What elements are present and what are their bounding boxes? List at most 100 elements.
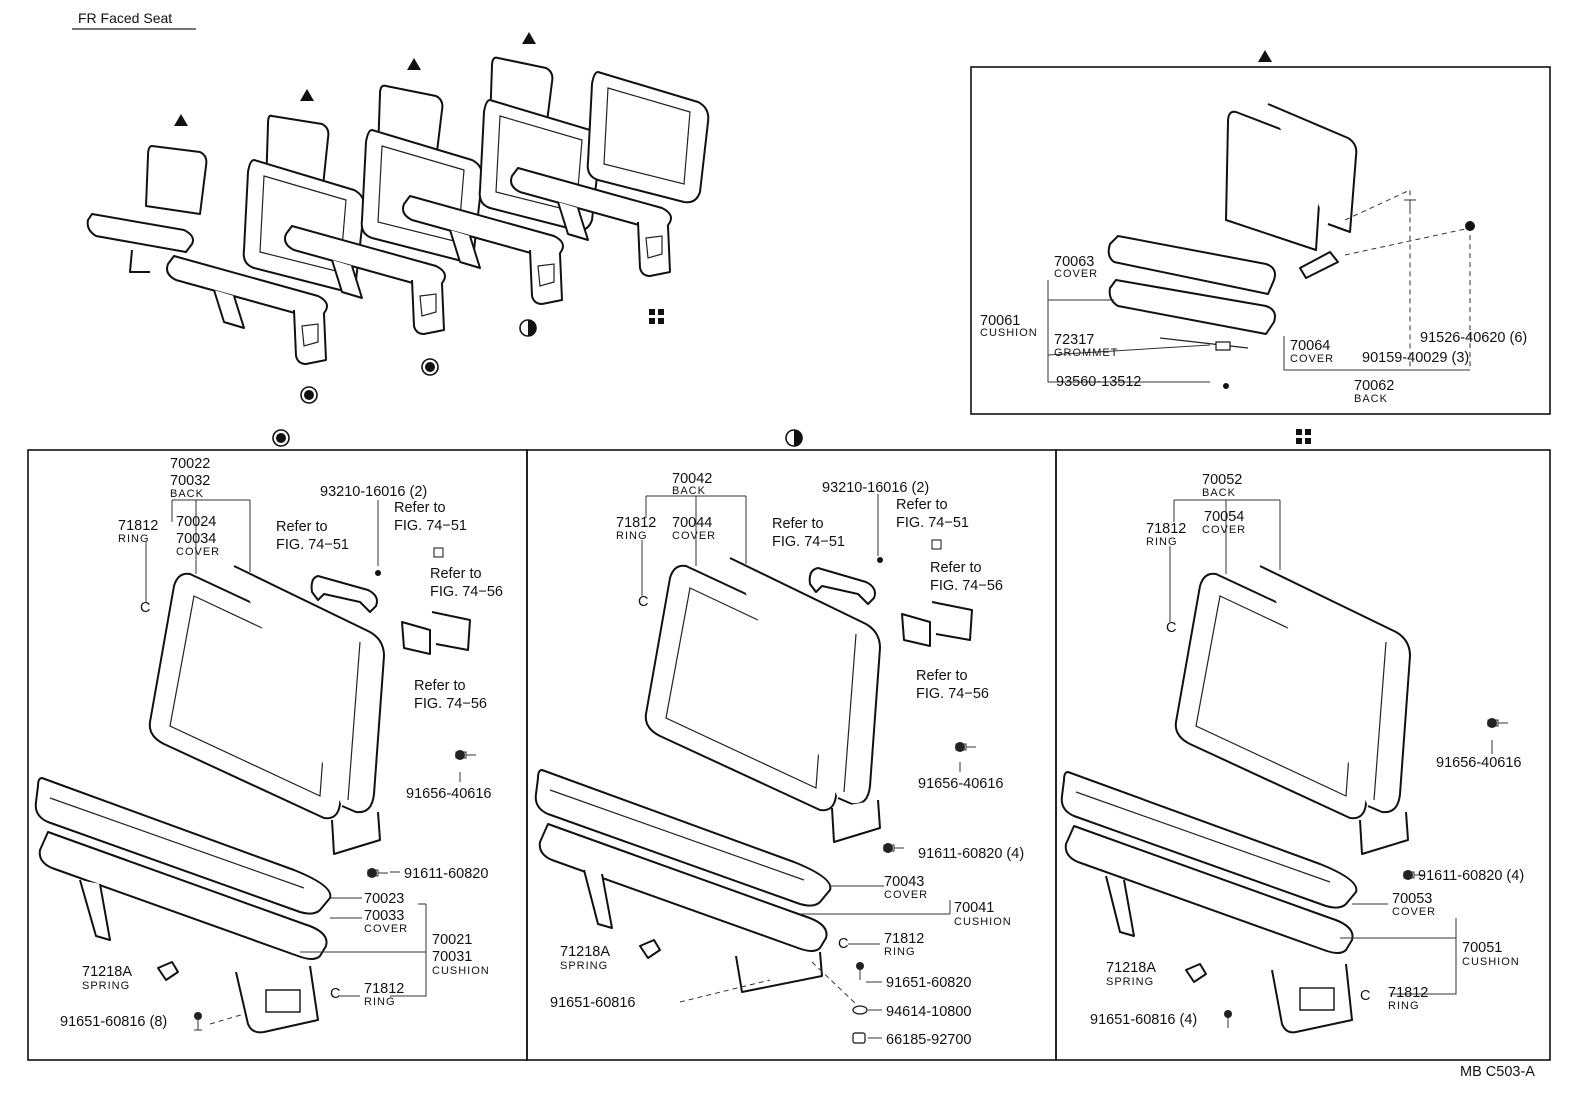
detail-frame xyxy=(970,66,1551,415)
panel1: C C 70022 70032 BACK 71812 RING 70024 70… xyxy=(34,456,503,1034)
panel1-cover-a-label: 70024 xyxy=(176,514,216,530)
panel2-cushion-cover-label: 70043 xyxy=(884,874,924,890)
panel3-back-label-label: BACK xyxy=(1202,487,1236,499)
overview-markers xyxy=(174,32,664,404)
panel2-ref4-line2-label: FIG. 74−56 xyxy=(916,686,989,702)
panel1-ref1-line2-label: FIG. 74−51 xyxy=(394,518,467,534)
triangle-icon xyxy=(522,32,536,44)
svg-text:C: C xyxy=(330,986,340,1002)
squares-icon xyxy=(1296,429,1311,444)
panel3-spring-label-label: SPRING xyxy=(1106,976,1154,988)
panel1-ring2-label: 71812 xyxy=(364,981,404,997)
panel2-ring2-label-label: RING xyxy=(884,946,916,958)
panel1-cushion-cover-b-label: 70033 xyxy=(364,908,404,924)
panel3-ring-label-label: RING xyxy=(1146,536,1178,548)
panel1-cushion-b-label: 70031 xyxy=(432,949,472,965)
squares-icon xyxy=(649,309,664,324)
page-title: FR Faced Seat xyxy=(78,10,172,26)
panel1-ref3-line2-label: FIG. 74−56 xyxy=(430,584,503,600)
panel2-back-label: 70042 xyxy=(672,471,712,487)
panel2-washer-label: 94614-10800 xyxy=(886,1004,971,1020)
top-right-box-label-label: COVER xyxy=(1290,353,1334,365)
panel2-bolt-right-label: 91656-40616 xyxy=(918,776,1003,792)
panel3-bolt-mid-label: 91611-60820 (4) xyxy=(1418,868,1524,884)
top-right-box-number-label: 72317 xyxy=(1054,332,1094,348)
panel2-bolt-b-label: 91651-60816 xyxy=(550,995,635,1011)
panel1-ref4-line1-label: Refer to xyxy=(414,678,466,694)
panel2-cover-label: 70044 xyxy=(672,515,712,531)
triangle-icon xyxy=(174,114,188,126)
panel2-ref2-line1-label: Refer to xyxy=(772,516,824,532)
panel1-cover-b-label: 70034 xyxy=(176,531,216,547)
panel1-cushion-cover-label-label: COVER xyxy=(364,923,408,935)
top-right-box-label-label: COVER xyxy=(1054,268,1098,280)
circle-icon xyxy=(421,358,439,376)
panel3-cushion-label-label: CUSHION xyxy=(1462,956,1520,968)
panel1-bolt-bottom-label: 91651-60816 (8) xyxy=(60,1014,167,1030)
panel2-back-label-label: BACK xyxy=(672,485,706,497)
panel2-ring-label-label: RING xyxy=(616,530,648,542)
panel1-ref2-line2-label: FIG. 74−51 xyxy=(276,537,349,553)
triangle-icon xyxy=(300,89,314,101)
panel2-ref1-line2-label: FIG. 74−51 xyxy=(896,515,969,531)
circle-icon xyxy=(300,386,318,404)
panel1-ref4-line2-label: FIG. 74−56 xyxy=(414,696,487,712)
jump-seat-detail: 70063 COVER 70061 CUSHION 72317 GROMMET … xyxy=(970,50,1551,415)
svg-text:C: C xyxy=(1360,988,1370,1004)
panel1-back-b-label: 70032 xyxy=(170,473,210,489)
half-circle-icon xyxy=(785,429,803,447)
panel2-cushion-label-label: CUSHION xyxy=(954,916,1012,928)
svg-text:C: C xyxy=(1166,620,1176,636)
panel3-frame xyxy=(1055,449,1551,1061)
panel2-cushion-cover-label-label: COVER xyxy=(884,889,928,901)
panel2-spring-label-label: SPRING xyxy=(560,960,608,972)
spring-icon xyxy=(157,961,179,981)
panel3-ring2-label-label: RING xyxy=(1388,1000,1420,1012)
svg-text:C: C xyxy=(838,936,848,952)
panel1-back-a-label: 70022 xyxy=(170,456,210,472)
panel2: C C 70042 BACK 71812 RING 70044 COVER 93… xyxy=(534,471,1024,1048)
half-circle-icon xyxy=(519,319,537,337)
panel2-ref1-line1-label: Refer to xyxy=(896,497,948,513)
panel1-ring2-label-label: RING xyxy=(364,996,396,1008)
triangle-icon xyxy=(407,58,421,70)
panel1-bolt-mid-label: 91611-60820 xyxy=(404,866,488,882)
panel3-bolt-right-label: 91656-40616 xyxy=(1436,755,1521,771)
top-right-box-number-label: 70064 xyxy=(1290,338,1330,354)
panel2-bolt-mid-label: 91611-60820 (4) xyxy=(918,846,1024,862)
panel-markers xyxy=(272,429,1311,447)
panel2-cushion-label: 70041 xyxy=(954,900,994,916)
panel3: C C 70052 BACK 71812 RING 70054 COVER 91… xyxy=(1060,472,1524,1034)
panel2-ref2-line2-label: FIG. 74−51 xyxy=(772,534,845,550)
circle-icon xyxy=(272,429,290,447)
panel3-ring-label: 71812 xyxy=(1146,521,1186,537)
panel1-cushion-cover-a-label: 70023 xyxy=(364,891,404,907)
panel1-back-label-label: BACK xyxy=(170,488,204,500)
svg-text:C: C xyxy=(140,600,150,616)
panel1-bolt-top-label: 93210-16016 (2) xyxy=(320,484,427,500)
panel2-spring-label: 71218A xyxy=(560,944,610,960)
panel1-ring-label-label: RING xyxy=(118,533,150,545)
overview-seats xyxy=(86,56,710,365)
panel2-nut-label: 66185-92700 xyxy=(886,1032,971,1048)
top-right-box-number-label: 90159-40029 (3) xyxy=(1362,350,1469,366)
panel2-bolt-a-label: 91651-60820 xyxy=(886,975,971,991)
svg-text:C: C xyxy=(638,594,648,610)
panel1-cushion-label-label: CUSHION xyxy=(432,965,490,977)
top-right-box-number-label: 70062 xyxy=(1354,378,1394,394)
top-right-box-number-label: 93560-13512 xyxy=(1056,374,1141,390)
panel3-cushion-cover-label-label: COVER xyxy=(1392,906,1436,918)
panel3-cushion-cover-label: 70053 xyxy=(1392,891,1432,907)
panel1-ring-label: 71812 xyxy=(118,518,158,534)
panel3-cover-label: 70054 xyxy=(1204,509,1244,525)
panel2-ref4-line1-label: Refer to xyxy=(916,668,968,684)
panel1-cover-label-label: COVER xyxy=(176,546,220,558)
panel2-ring2-label: 71812 xyxy=(884,931,924,947)
panel3-back-label: 70052 xyxy=(1202,472,1242,488)
panel2-ref3-line2-label: FIG. 74−56 xyxy=(930,578,1003,594)
top-right-box-label-label: CUSHION xyxy=(980,327,1038,339)
panel1-cushion-a-label: 70021 xyxy=(432,932,472,948)
triangle-icon xyxy=(1258,50,1272,62)
panel1-spring-label-label: SPRING xyxy=(82,980,130,992)
